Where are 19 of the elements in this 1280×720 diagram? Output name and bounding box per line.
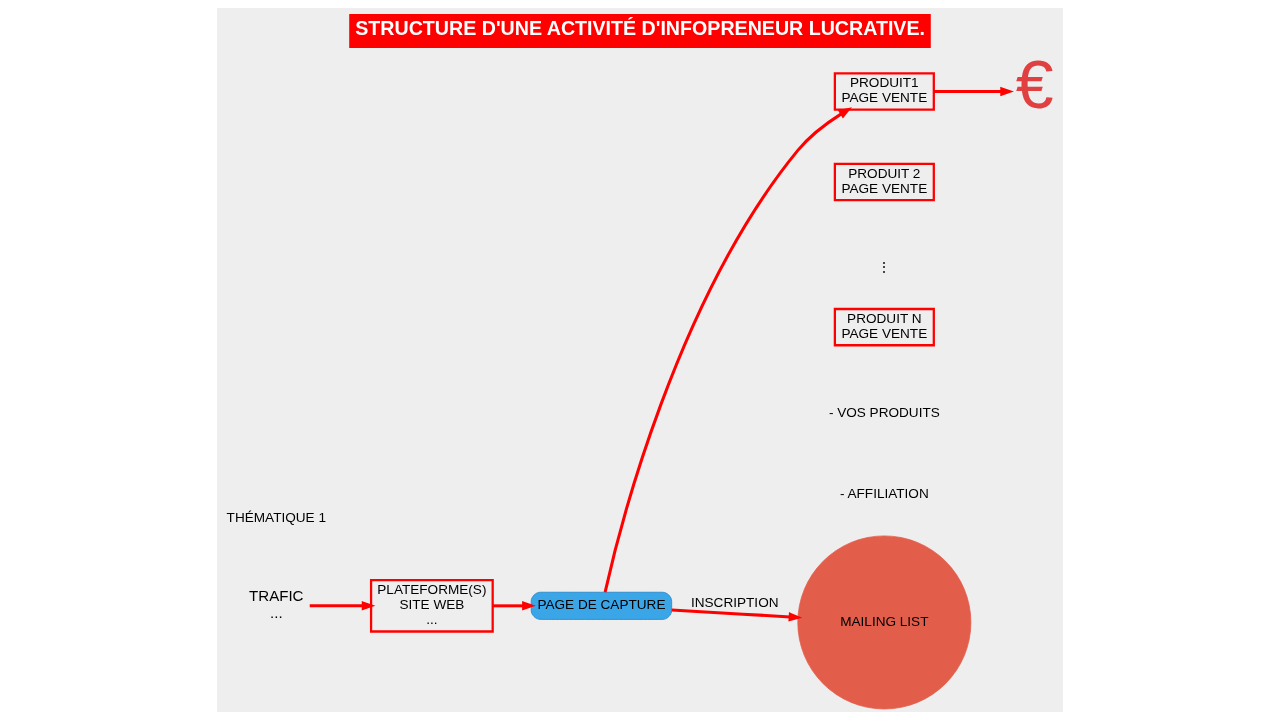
node-box: PRODUIT N PAGE VENTE: [833, 307, 935, 347]
diagram-title: STRUCTURE D'UNE ACTIVITÉ D'INFOPRENEUR LUCRATIVE.: [355, 17, 926, 40]
label: - VOS PRODUITS: [828, 404, 940, 420]
label: ⋮: [877, 259, 892, 275]
arrow: [603, 107, 852, 593]
node-text: €: [1015, 46, 1054, 123]
arrow: [492, 601, 536, 611]
arrow: [933, 86, 1014, 97]
arrow: [309, 601, 376, 611]
node-box: PRODUIT 2 PAGE VENTE: [833, 162, 935, 202]
node-box: PLATEFORME(S) SITE WEB ...: [369, 579, 494, 633]
node-text: TRAFIC ...: [249, 587, 304, 621]
label: THÉMATIQUE 1: [226, 509, 326, 525]
node-circle: MAILING LIST: [797, 535, 972, 710]
node-box: PRODUIT1 PAGE VENTE: [833, 72, 935, 111]
edge-label: INSCRIPTION: [690, 594, 779, 610]
label: - AFFILIATION: [839, 486, 929, 502]
node-box: PAGE DE CAPTURE: [530, 591, 673, 620]
arrow: [671, 608, 803, 622]
